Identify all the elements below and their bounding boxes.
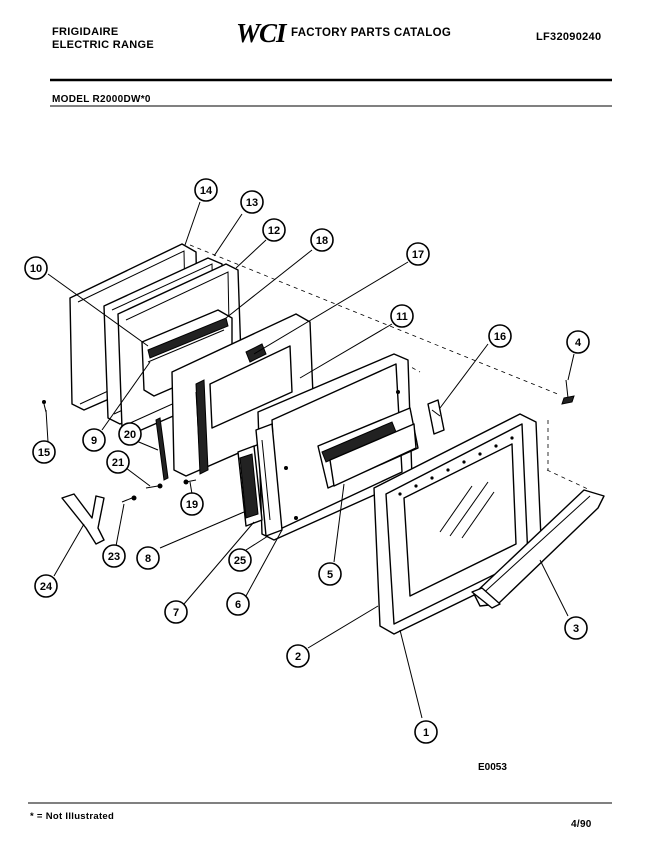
part-23-screw — [121, 495, 137, 503]
callout-20: 20 — [118, 422, 142, 446]
svg-text:13: 13 — [246, 197, 258, 209]
svg-text:9: 9 — [91, 435, 97, 447]
svg-text:16: 16 — [494, 331, 506, 343]
svg-text:18: 18 — [316, 235, 328, 247]
part-5-control-panel — [317, 407, 419, 489]
catalog-title: FACTORY PARTS CATALOG — [291, 27, 452, 39]
callout-15: 15 — [32, 440, 56, 464]
svg-text:8: 8 — [145, 553, 151, 565]
svg-text:17: 17 — [412, 249, 424, 261]
svg-text:14: 14 — [200, 185, 213, 197]
callout-9: 9 — [82, 428, 106, 452]
svg-text:24: 24 — [40, 581, 53, 593]
callout-21: 21 — [106, 450, 130, 474]
assembly-guide-lines — [189, 244, 591, 491]
callout-3: 3 — [564, 616, 588, 640]
revision-date: 4/90 — [571, 819, 592, 830]
svg-text:1: 1 — [423, 727, 429, 739]
callout-10: 10 — [24, 256, 48, 280]
callout-13: 13 — [240, 190, 264, 214]
part-24-hinge-lever — [61, 493, 105, 545]
callout-group: 14 13 12 18 17 10 11 16 4 9 20 15 21 19 … — [24, 178, 590, 744]
part-10-inner-glass — [141, 309, 233, 397]
svg-text:10: 10 — [30, 263, 42, 275]
callout-6: 6 — [226, 592, 250, 616]
callout-12: 12 — [262, 218, 286, 242]
svg-text:4: 4 — [575, 337, 582, 349]
callout-4: 4 — [566, 330, 590, 354]
drawing-code: E0053 — [478, 762, 507, 773]
svg-text:25: 25 — [234, 555, 246, 567]
brand-line-2: ELECTRIC RANGE — [52, 39, 154, 51]
part-3-handle — [471, 489, 605, 609]
callout-8: 8 — [136, 546, 160, 570]
callout-16: 16 — [488, 324, 512, 348]
svg-text:15: 15 — [38, 447, 50, 459]
part-21-screw — [145, 483, 163, 489]
part-15-screw — [42, 400, 47, 413]
callout-11: 11 — [390, 304, 414, 328]
part-4-spring — [561, 379, 575, 405]
callout-19: 19 — [180, 492, 204, 516]
callout-7: 7 — [164, 600, 188, 624]
callout-23: 23 — [102, 544, 126, 568]
callout-25: 25 — [228, 548, 252, 572]
callout-1: 1 — [414, 720, 438, 744]
brand-line-1: FRIGIDAIRE — [52, 26, 119, 38]
svg-text:23: 23 — [108, 551, 120, 563]
catalog-number: LF32090240 — [536, 31, 602, 43]
model-number: MODEL R2000DW*0 — [52, 94, 151, 105]
svg-text:5: 5 — [327, 569, 333, 581]
svg-text:2: 2 — [295, 651, 301, 663]
leader-lines — [45, 201, 575, 719]
callout-14: 14 — [194, 178, 218, 202]
callout-24: 24 — [34, 574, 58, 598]
svg-text:6: 6 — [235, 599, 241, 611]
callout-2: 2 — [286, 644, 310, 668]
callout-5: 5 — [318, 562, 342, 586]
svg-text:3: 3 — [573, 623, 579, 635]
part-20-gasket — [155, 417, 169, 481]
svg-text:7: 7 — [173, 607, 179, 619]
svg-text:21: 21 — [112, 457, 124, 469]
svg-text:11: 11 — [396, 311, 408, 323]
callout-17: 17 — [406, 242, 430, 266]
callout-18: 18 — [310, 228, 334, 252]
svg-text:19: 19 — [186, 499, 198, 511]
part-8-insulation-block — [237, 445, 263, 527]
wci-logo: WCI — [236, 18, 287, 48]
part-19-spring — [183, 479, 197, 485]
footnote: * = Not Illustrated — [30, 811, 115, 822]
svg-text:20: 20 — [124, 429, 136, 441]
part-16-bracket — [427, 399, 445, 435]
svg-text:12: 12 — [268, 225, 280, 237]
